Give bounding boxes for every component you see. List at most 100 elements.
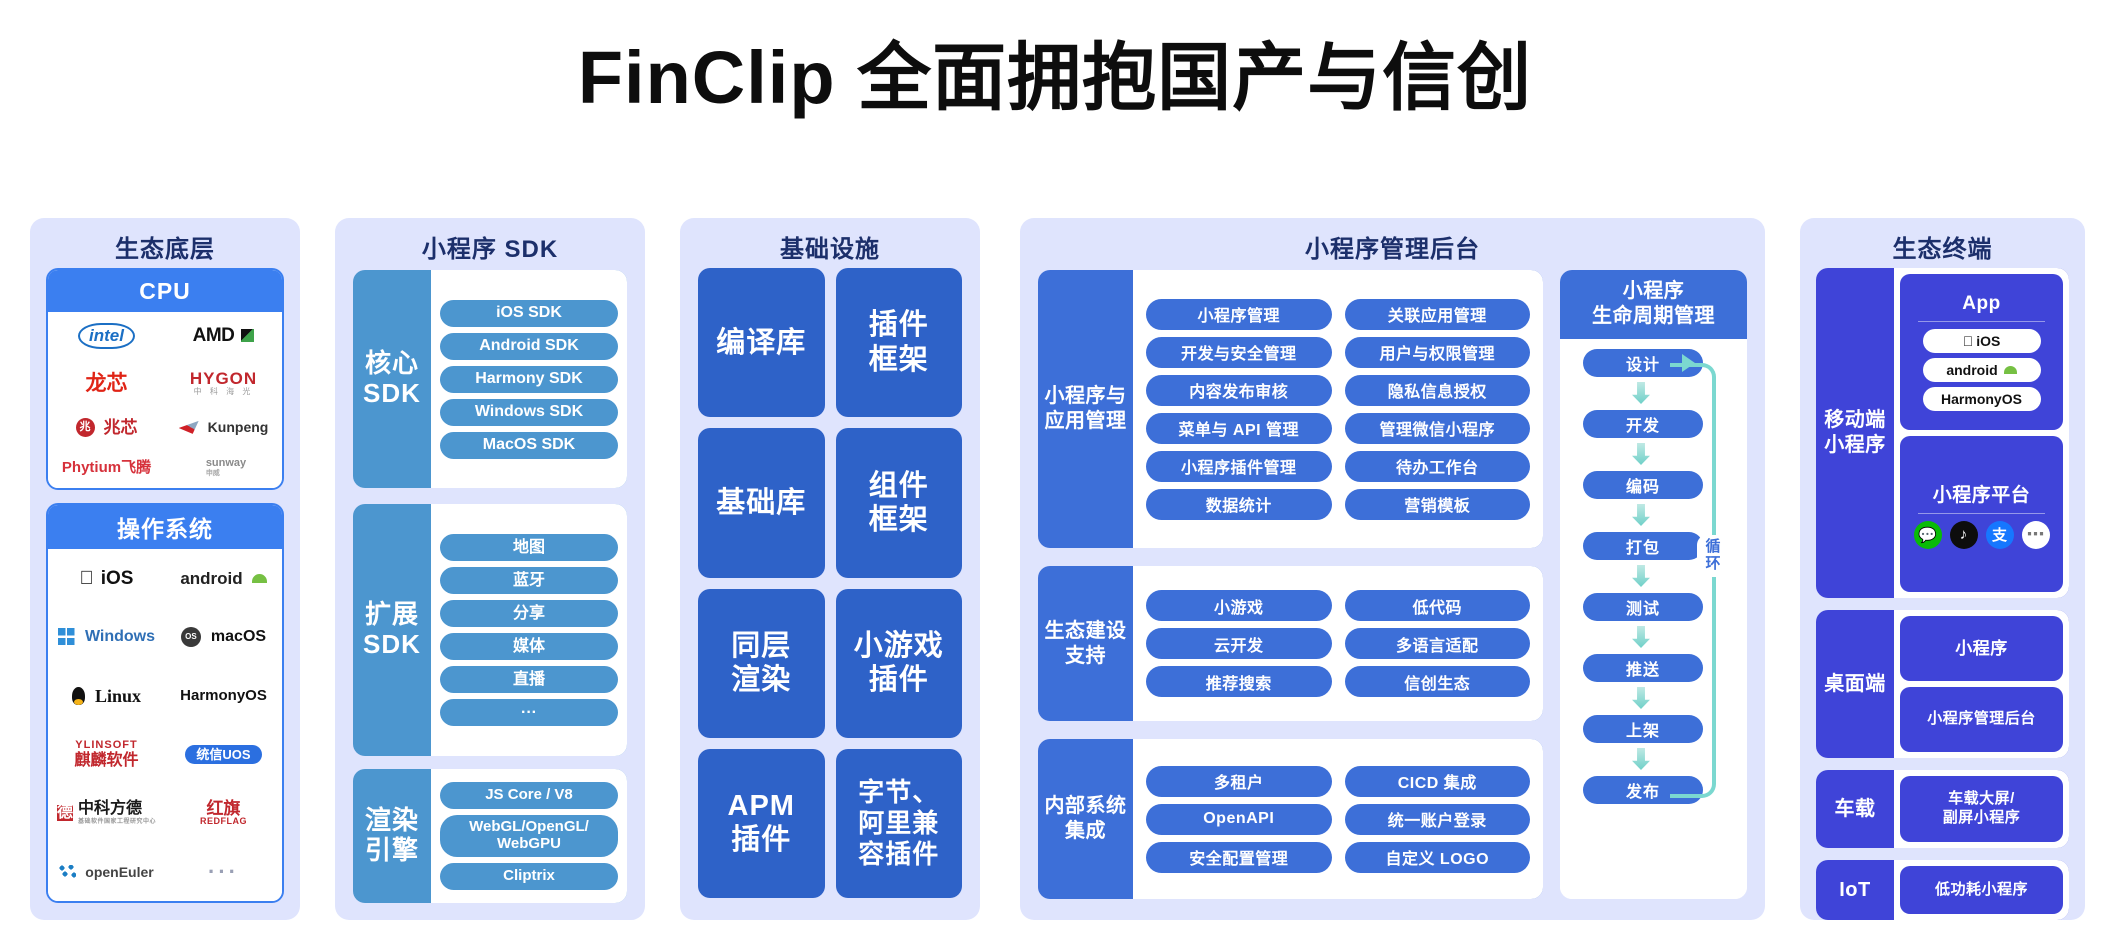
terminal-item[interactable]: 低功耗小程序 [1900,866,2063,914]
column-sdk-title: 小程序 SDK [421,236,559,263]
admin-pill[interactable]: 管理微信小程序 [1344,412,1530,444]
sdk-pill[interactable]: Harmony SDK [440,365,618,393]
sdk-pill[interactable]: ··· [440,699,618,726]
lifecycle-arrow-icon [1632,687,1650,709]
lifecycle-step[interactable]: 测试 [1583,593,1703,621]
admin-pill[interactable]: 低代码 [1344,590,1530,621]
terminal-group-mobile-cards: App iOS android HarmonyOS 小程序平台 💬 ♪ 支 ⋯ [1894,268,2069,598]
terminal-item[interactable]: 小程序 [1900,616,2063,681]
terminal-group-iot-label: IoT [1839,878,1871,901]
sdk-pill[interactable]: 地图 [440,534,618,561]
admin-pill[interactable]: 菜单与 API 管理 [1146,412,1332,444]
admin-group-internal-integration-items: 多租户 CICD 集成 OpenAPI 统一账户登录 安全配置管理 自定义 LO… [1133,739,1543,899]
admin-pill[interactable]: 多语言适配 [1344,628,1530,659]
lifecycle-step[interactable]: 推送 [1583,654,1703,682]
wechat-icon[interactable]: 💬 [1913,520,1942,549]
column-infra-title: 基础设施 [780,236,880,263]
terminal-group-mobile-label: 移动端 小程序 [1824,409,1886,456]
sdk-pill[interactable]: 媒体 [440,633,618,660]
admin-pill[interactable]: 隐私信息授权 [1344,374,1530,406]
infra-box[interactable]: 编译库 [698,268,825,418]
terminal-group-automotive-label: 车载 [1834,797,1876,820]
terminal-group-iot-items: 低功耗小程序 [1894,860,2069,920]
terminal-item[interactable]: 小程序管理后台 [1900,687,2063,752]
infra-box[interactable]: 基础库 [698,428,825,578]
admin-pill[interactable]: 信创生态 [1344,666,1530,697]
infra-box[interactable]: APM 插件 [698,748,825,898]
fangde-logo: 德中科方德基础软件国家工程研究中心 [56,799,157,825]
infra-box[interactable]: 组件 框架 [835,428,962,578]
admin-pill[interactable]: 关联应用管理 [1344,298,1530,330]
terminal-card-miniprogram-platform: 小程序平台 💬 ♪ 支 ⋯ [1900,436,2063,592]
loongson-logo: 龙芯 [85,371,128,395]
fangde-mark-icon: 德 [56,803,73,821]
lifecycle-body: 设计 开发 编码 打包 测试 推送 上架 发布 循 环 [1560,339,1747,899]
admin-pill[interactable]: 云开发 [1146,628,1332,659]
lifecycle-arrow-icon [1632,626,1650,648]
app-chip-ios[interactable]: iOS [1922,329,2041,353]
lifecycle-step[interactable]: 发布 [1583,776,1703,804]
admin-pill[interactable]: 待办工作台 [1344,450,1530,482]
openeuler-dots-icon [59,864,77,879]
admin-pill[interactable]: 小游戏 [1146,590,1332,621]
infra-box[interactable]: 同层 渲染 [698,588,825,738]
admin-pill[interactable]: 统一账户登录 [1344,803,1530,835]
sdk-pill[interactable]: 分享 [440,600,618,627]
admin-pill[interactable]: OpenAPI [1146,803,1332,835]
sdk-pill[interactable]: 直播 [440,666,618,693]
admin-pill[interactable]: 开发与安全管理 [1146,336,1332,368]
admin-pill[interactable]: 数据统计 [1146,488,1332,520]
douyin-icon[interactable]: ♪ [1949,520,1978,549]
admin-pill[interactable]: 安全配置管理 [1146,841,1332,873]
zhaoxin-logo: 兆兆芯 [75,417,138,437]
windows-logo: Windows [57,628,155,646]
ios-logo: iOS [80,569,134,588]
admin-pill[interactable]: 自定义 LOGO [1344,841,1530,873]
infra-box[interactable]: 插件 框架 [835,268,962,418]
amd-logo: AMD [193,326,255,345]
admin-pill[interactable]: 小程序管理 [1146,298,1332,330]
lifecycle-step[interactable]: 开发 [1583,410,1703,438]
sdk-pill[interactable]: JS Core / V8 [440,782,618,809]
terminal-group-desktop-items: 小程序 小程序管理后台 [1894,610,2069,758]
lifecycle-step[interactable]: 上架 [1583,715,1703,743]
sdk-pill[interactable]: 蓝牙 [440,567,618,594]
admin-pill[interactable]: 营销模板 [1344,488,1530,520]
infra-box[interactable]: 小游戏 插件 [835,588,962,738]
more-dots: ··· [208,858,239,884]
admin-pill[interactable]: 小程序插件管理 [1146,450,1332,482]
sdk-pill[interactable]: iOS SDK [440,299,618,327]
sdk-group-core-label: 核心 SDK [363,348,421,408]
alipay-icon[interactable]: 支 [1985,520,2014,549]
macos-icon: OS [180,626,201,647]
sdk-pill[interactable]: Windows SDK [440,398,618,426]
linux-logo: Linux [71,686,141,705]
sdk-pill[interactable]: MacOS SDK [440,431,618,459]
sdk-group-extension-label: 扩展 SDK [363,599,421,659]
admin-pill[interactable]: 多租户 [1146,765,1332,797]
admin-pill[interactable]: 用户与权限管理 [1344,336,1530,368]
divider [1918,321,2045,322]
sdk-pill[interactable]: Android SDK [440,332,618,360]
infra-box[interactable]: 字节、 阿里兼 容插件 [835,748,962,898]
sdk-pill[interactable]: WebGL/OpenGL/ WebGPU [440,815,618,857]
lifecycle-header: 小程序 生命周期管理 [1560,270,1747,339]
sdk-pill[interactable]: Cliptrix [440,863,618,890]
admin-pill[interactable]: CICD 集成 [1344,765,1530,797]
admin-pill[interactable]: 内容发布审核 [1146,374,1332,406]
lifecycle-loop-badge: 循 环 [1697,535,1729,577]
terminal-item[interactable]: 车载大屏/ 副屏小程序 [1900,776,2063,842]
more-icon[interactable]: ⋯ [2021,520,2050,549]
lifecycle-step[interactable]: 编码 [1583,471,1703,499]
sdk-group-render: 渲染 引擎 JS Core / V8 WebGL/OpenGL/ WebGPU … [353,769,627,903]
admin-pill[interactable]: 推荐搜索 [1146,666,1332,697]
app-chip-harmonyos[interactable]: HarmonyOS [1922,387,2041,411]
kunpeng-logo: Kunpeng [178,420,268,434]
lifecycle-step[interactable]: 打包 [1583,532,1703,560]
app-chip-android[interactable]: android [1922,358,2041,382]
